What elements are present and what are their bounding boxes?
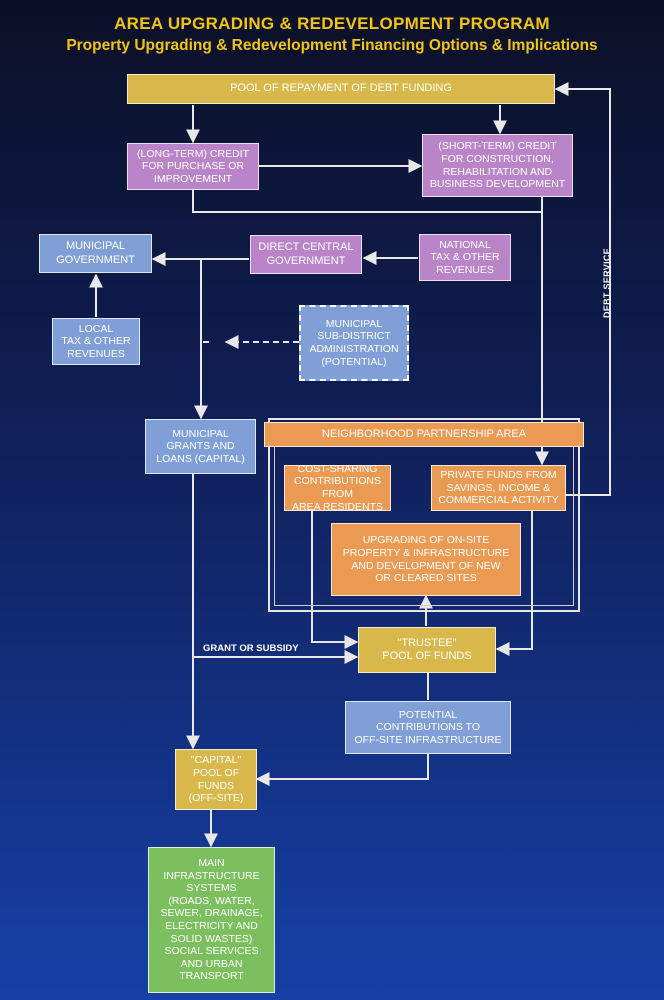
private-funds-box: PRIVATE FUNDS FROM SAVINGS, INCOME & COM… [431,465,566,511]
cost-sharing-box: COST-SHARING CONTRIBUTIONS FROM AREA RES… [284,463,391,513]
capital-pool-box: "CAPITAL" POOL OF FUNDS (OFF-SITE) [175,749,257,810]
municipal-grants-box: MUNICIPAL GRANTS AND LOANS (CAPITAL) [145,419,256,474]
trustee-pool-box: "TRUSTEE" POOL OF FUNDS [358,627,496,673]
line-long-term-down [192,190,542,213]
municipal-government-box: MUNICIPAL GOVERNMENT [39,234,152,273]
national-tax-box: NATIONAL TAX & OTHER REVENUES [419,234,511,281]
pool-of-repayment-box: POOL OF REPAYMENT OF DEBT FUNDING [127,74,555,104]
arrow-debt-service [554,82,611,496]
long-term-credit-box: (LONG-TERM) CREDIT FOR PURCHASE OR IMPRO… [127,143,259,190]
neighborhood-partnership-frame [268,418,580,612]
diagram-subtitle: Property Upgrading & Redevelopment Finan… [66,37,598,54]
direct-central-government-box: DIRECT CENTRAL GOVERNMENT [250,235,362,274]
sub-district-administration-box: MUNICIPAL SUB-DISTRICT ADMINISTRATION (P… [299,305,409,381]
local-tax-box: LOCAL TAX & OTHER REVENUES [52,318,140,365]
grant-or-subsidy-label: GRANT OR SUBSIDY [203,643,299,654]
diagram-title: AREA UPGRADING & REDEVELOPMENT PROGRAM [114,14,550,33]
main-infrastructure-box: MAIN INFRASTRUCTURE SYSTEMS (ROADS, WATE… [148,847,275,993]
debt-service-label: DEBT SERVICE [602,248,612,318]
arrow-cost-to-trustee [311,511,359,649]
upgrading-box: UPGRADING OF ON-SITE PROPERTY & INFRASTR… [331,523,521,596]
potential-contributions-box: POTENTIAL CONTRIBUTIONS TO OFF-SITE INFR… [345,701,511,754]
short-term-credit-box: (SHORT-TERM) CREDIT FOR CONSTRUCTION, RE… [422,134,573,197]
neighborhood-partnership-box: NEIGHBORHOOD PARTNERSHIP AREA [264,422,584,447]
arrow-potential-to-capital [255,754,429,786]
arrow-private-to-trustee [495,511,533,656]
